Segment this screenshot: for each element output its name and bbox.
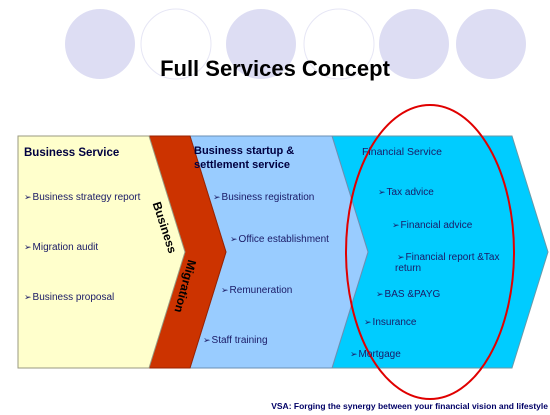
list-item: ➢BAS &PAYG [376,289,440,300]
list-item-label: Mortgage [358,349,401,360]
list-item-label: Remuneration [229,285,293,296]
list-item-label: Business proposal [32,292,115,303]
list-item-label: Staff training [211,335,268,346]
list-item-label: Business registration [221,192,315,203]
list-item-label: Tax advice [386,187,434,198]
list-item: ➢Financial report &Tax [397,252,499,263]
list-item-label: Financial advice [400,220,473,231]
list-item: ➢Financial advice [392,220,472,231]
list-item: ➢Business registration [213,192,314,203]
list-item: ➢Staff training [203,335,268,346]
arrow-bullet-icon: ➢ [213,192,221,202]
list-item-label: Business strategy report [32,192,141,203]
list-item-label: Financial report &Tax [405,252,500,263]
list-item-label: Migration audit [32,242,99,253]
arrow-bullet-icon: ➢ [350,349,358,359]
arrow-bullet-icon: ➢ [230,234,238,244]
list-item: ➢Office establishment [230,234,329,245]
panel-financial-heading: Financial Service [362,146,442,158]
arrow-bullet-icon: ➢ [24,292,32,302]
arrow-bullet-icon: ➢ [221,285,229,295]
highlight-ellipse [345,104,515,400]
list-item: ➢Remuneration [221,285,292,296]
slide-title: Full Services Concept [160,56,390,81]
list-item: ➢Tax advice [378,187,434,198]
arrow-bullet-icon: ➢ [392,220,400,230]
arrow-bullet-icon: ➢ [364,317,372,327]
panel-business-heading: Business Service [24,147,120,159]
decor-circle [303,8,375,80]
list-item: ➢Business strategy report [24,192,140,203]
decor-circle [226,9,296,79]
arrow-bullet-icon: ➢ [397,252,405,262]
list-item: ➢Migration audit [24,242,98,253]
decor-circle [456,9,526,79]
arrow-bullet-icon: ➢ [203,335,211,345]
decor-circle [140,8,212,80]
list-item-label: Insurance [372,317,417,328]
list-item-label: BAS &PAYG [384,289,441,300]
arrow-bullet-icon: ➢ [24,242,32,252]
arrow-bullet-icon: ➢ [378,187,386,197]
list-item-continuation: return [395,263,422,274]
panel-startup-heading-line2: settlement service [194,159,290,171]
panel-startup-heading-line1: Business startup & [194,145,295,157]
decor-circle [379,9,449,79]
list-item-label: Office establishment [238,234,329,245]
list-item: ➢Business proposal [24,292,114,303]
footer-tagline: VSA: Forging the synergy between your fi… [271,401,548,411]
arrow-bullet-icon: ➢ [24,192,32,202]
list-item: ➢Insurance [364,317,416,328]
decor-circle [65,9,135,79]
panel-business-shape [17,135,186,369]
list-item: ➢Mortgage [350,349,401,360]
arrow-bullet-icon: ➢ [376,289,384,299]
